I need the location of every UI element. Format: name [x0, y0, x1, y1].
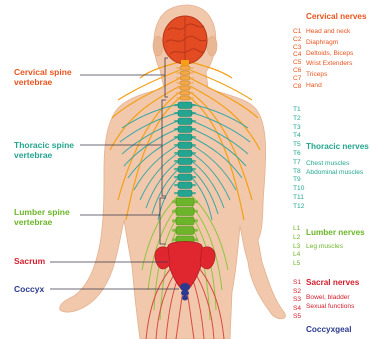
cervical-vertebra — [180, 81, 190, 85]
cervical-spine-label-line1: Cervical spine — [14, 67, 72, 77]
coccygeal-nerves-title: Coccyxgeal — [306, 325, 352, 334]
lumbar-nerves-title: Lumber nerves — [306, 228, 365, 237]
lumbar-vertebra — [176, 227, 194, 235]
lumbar-function: Leg muscles — [306, 243, 343, 251]
lumbar-code: L2 — [293, 234, 300, 242]
cervical-vertebra — [180, 96, 190, 100]
thoracic-code: T1 — [293, 106, 301, 114]
cervical-function: Deltoids, Biceps — [306, 50, 353, 58]
lumbar-vertebra — [176, 217, 194, 225]
lumbar-vertebra — [176, 208, 194, 216]
thoracic-code: T9 — [293, 176, 301, 184]
sacral-code: S2 — [293, 288, 301, 296]
brain — [163, 16, 207, 64]
right-ear — [207, 36, 217, 56]
cervical-vertebra — [180, 66, 190, 70]
thoracic-vertebra — [178, 174, 192, 181]
sacral-code: S5 — [293, 313, 301, 321]
cervical-spine-label: Cervical spine vertebrae — [14, 67, 72, 87]
cervical-vertebra — [180, 91, 190, 95]
cervical-function: Wrist Extenders — [306, 60, 352, 68]
thoracic-spine-label-line1: Thoracic spine — [14, 140, 74, 150]
thoracic-vertebra — [178, 142, 192, 149]
lumbar-vertebra — [176, 198, 194, 206]
cervical-vertebra — [180, 76, 190, 80]
cervical-code: C8 — [293, 83, 301, 91]
thoracic-code: T12 — [293, 203, 304, 211]
thoracic-code: T8 — [293, 168, 301, 176]
thoracic-code: T6 — [293, 150, 301, 158]
sacral-code: S4 — [293, 305, 301, 313]
cervical-spine-label-line2: vertebrae — [14, 77, 72, 87]
thoracic-vertebra — [178, 158, 192, 165]
sacral-function: Sexual functions — [306, 303, 354, 311]
lumbar-spine-label-line1: Lumber spine — [14, 207, 70, 217]
thoracic-vertebra — [178, 102, 192, 109]
lumbar-code: L3 — [293, 243, 300, 251]
cervical-code: C1 — [293, 28, 301, 36]
thoracic-code: T11 — [293, 194, 304, 202]
thoracic-code: T7 — [293, 159, 301, 167]
thoracic-vertebra — [178, 150, 192, 157]
cervical-function: Diaphragm — [306, 39, 338, 47]
thoracic-vertebra — [178, 118, 192, 125]
cervical-code: C7 — [293, 75, 301, 83]
thoracic-function: Chest muscles — [306, 160, 349, 168]
thoracic-vertebra — [178, 134, 192, 141]
thoracic-spine-label-line2: vertebrae — [14, 150, 74, 160]
thoracic-code: T5 — [293, 141, 301, 149]
lumbar-code: L5 — [293, 260, 300, 268]
lumbar-code: L1 — [293, 225, 300, 233]
cervical-code: C2 — [293, 36, 301, 44]
sacral-code: S1 — [293, 279, 301, 287]
cervical-nerves-title: Cervical nerves — [306, 12, 367, 21]
cervical-vertebra — [180, 71, 190, 75]
thoracic-vertebra — [178, 110, 192, 117]
cervical-function: Hand — [306, 82, 322, 90]
thoracic-function: Abdominal muscles — [306, 169, 363, 177]
thoracic-spine-label: Thoracic spine vertebrae — [14, 140, 74, 160]
thoracic-vertebra — [178, 190, 192, 197]
thoracic-vertebra — [178, 182, 192, 189]
cervical-function: Triceps — [306, 71, 327, 79]
cervical-function: Head and neck — [306, 28, 350, 36]
sacral-code: S3 — [293, 296, 301, 304]
cervical-code: C5 — [293, 59, 301, 67]
cervical-code: C6 — [293, 67, 301, 75]
thoracic-code: T10 — [293, 185, 304, 193]
thoracic-code: T2 — [293, 115, 301, 123]
thoracic-vertebra — [178, 126, 192, 133]
thoracic-code: T4 — [293, 132, 301, 140]
thoracic-vertebra — [178, 166, 192, 173]
sacrum-label: Sacrum — [14, 256, 45, 266]
cervical-code: C3 — [293, 44, 301, 52]
cervical-vertebra — [180, 86, 190, 90]
cervical-code: C4 — [293, 51, 301, 59]
coccyx-label: Coccyx — [14, 284, 44, 294]
lumbar-code: L4 — [293, 251, 300, 259]
left-ear — [153, 36, 163, 56]
lumbar-spine-label-line2: vertebrae — [14, 217, 70, 227]
thoracic-code: T3 — [293, 124, 301, 132]
sacral-function: Bowel, bladder — [306, 294, 350, 302]
thoracic-nerves-title: Thoracic nerves — [306, 142, 369, 151]
sacral-nerves-title: Sacral nerves — [306, 278, 359, 287]
lumbar-spine-label: Lumber spine vertebrae — [14, 207, 70, 227]
